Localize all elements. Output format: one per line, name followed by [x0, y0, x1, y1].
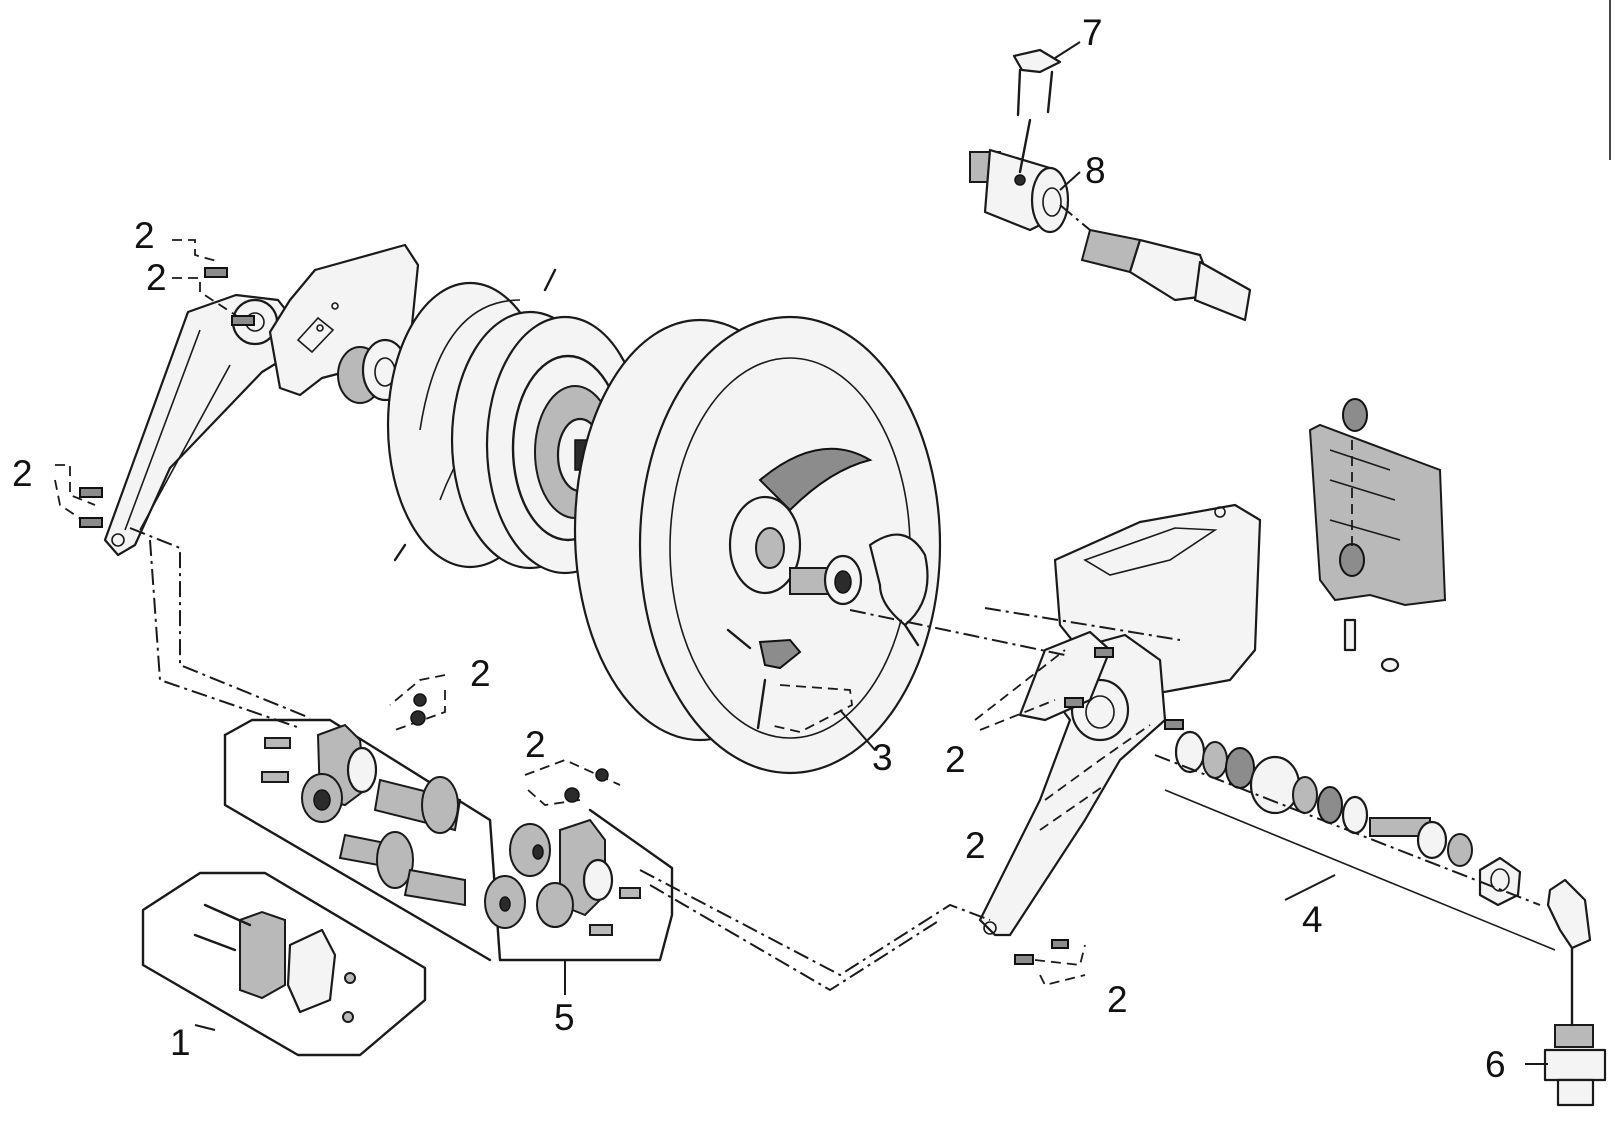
label-screws-e: 2: [525, 724, 546, 765]
label-shaft-kit: 5: [554, 997, 575, 1038]
label-screws-g: 2: [965, 825, 986, 866]
label-swivel-kit: 4: [1302, 899, 1323, 940]
hose-stop: [969, 48, 1252, 322]
inlet-fitting: [1543, 946, 1607, 1107]
label-screws-d: 2: [470, 653, 491, 694]
label-screws-f: 2: [945, 739, 966, 780]
right-arm-bracket: [978, 503, 1262, 937]
leader-lines: [194, 41, 1548, 1065]
label-screws-b: 2: [146, 257, 167, 298]
label-clip: 7: [1082, 12, 1103, 53]
label-hose-guide-kit: 1: [170, 1022, 191, 1063]
hose-drum: [573, 315, 942, 775]
hose-guide-kit: [141, 871, 427, 1057]
label-hose-stop: 8: [1085, 150, 1106, 191]
mounting-plate: [1308, 398, 1447, 673]
label-inlet-fitting: 6: [1485, 1044, 1506, 1085]
label-pawl-kit: 3: [872, 737, 893, 778]
label-screws-a: 2: [134, 215, 155, 256]
callout-labels: 7 8 2 2 2 2 2 2 2 2 3 4 5 6 1: [12, 12, 1506, 1085]
elbow-fitting: [1546, 878, 1592, 950]
assembly-lines: [129, 204, 1556, 992]
label-screws-c: 2: [12, 453, 33, 494]
label-screws-h: 2: [1107, 979, 1128, 1020]
shaft-kit: [223, 718, 674, 962]
screw-callouts: [54, 239, 1184, 987]
swivel-stack: [1174, 730, 1522, 907]
